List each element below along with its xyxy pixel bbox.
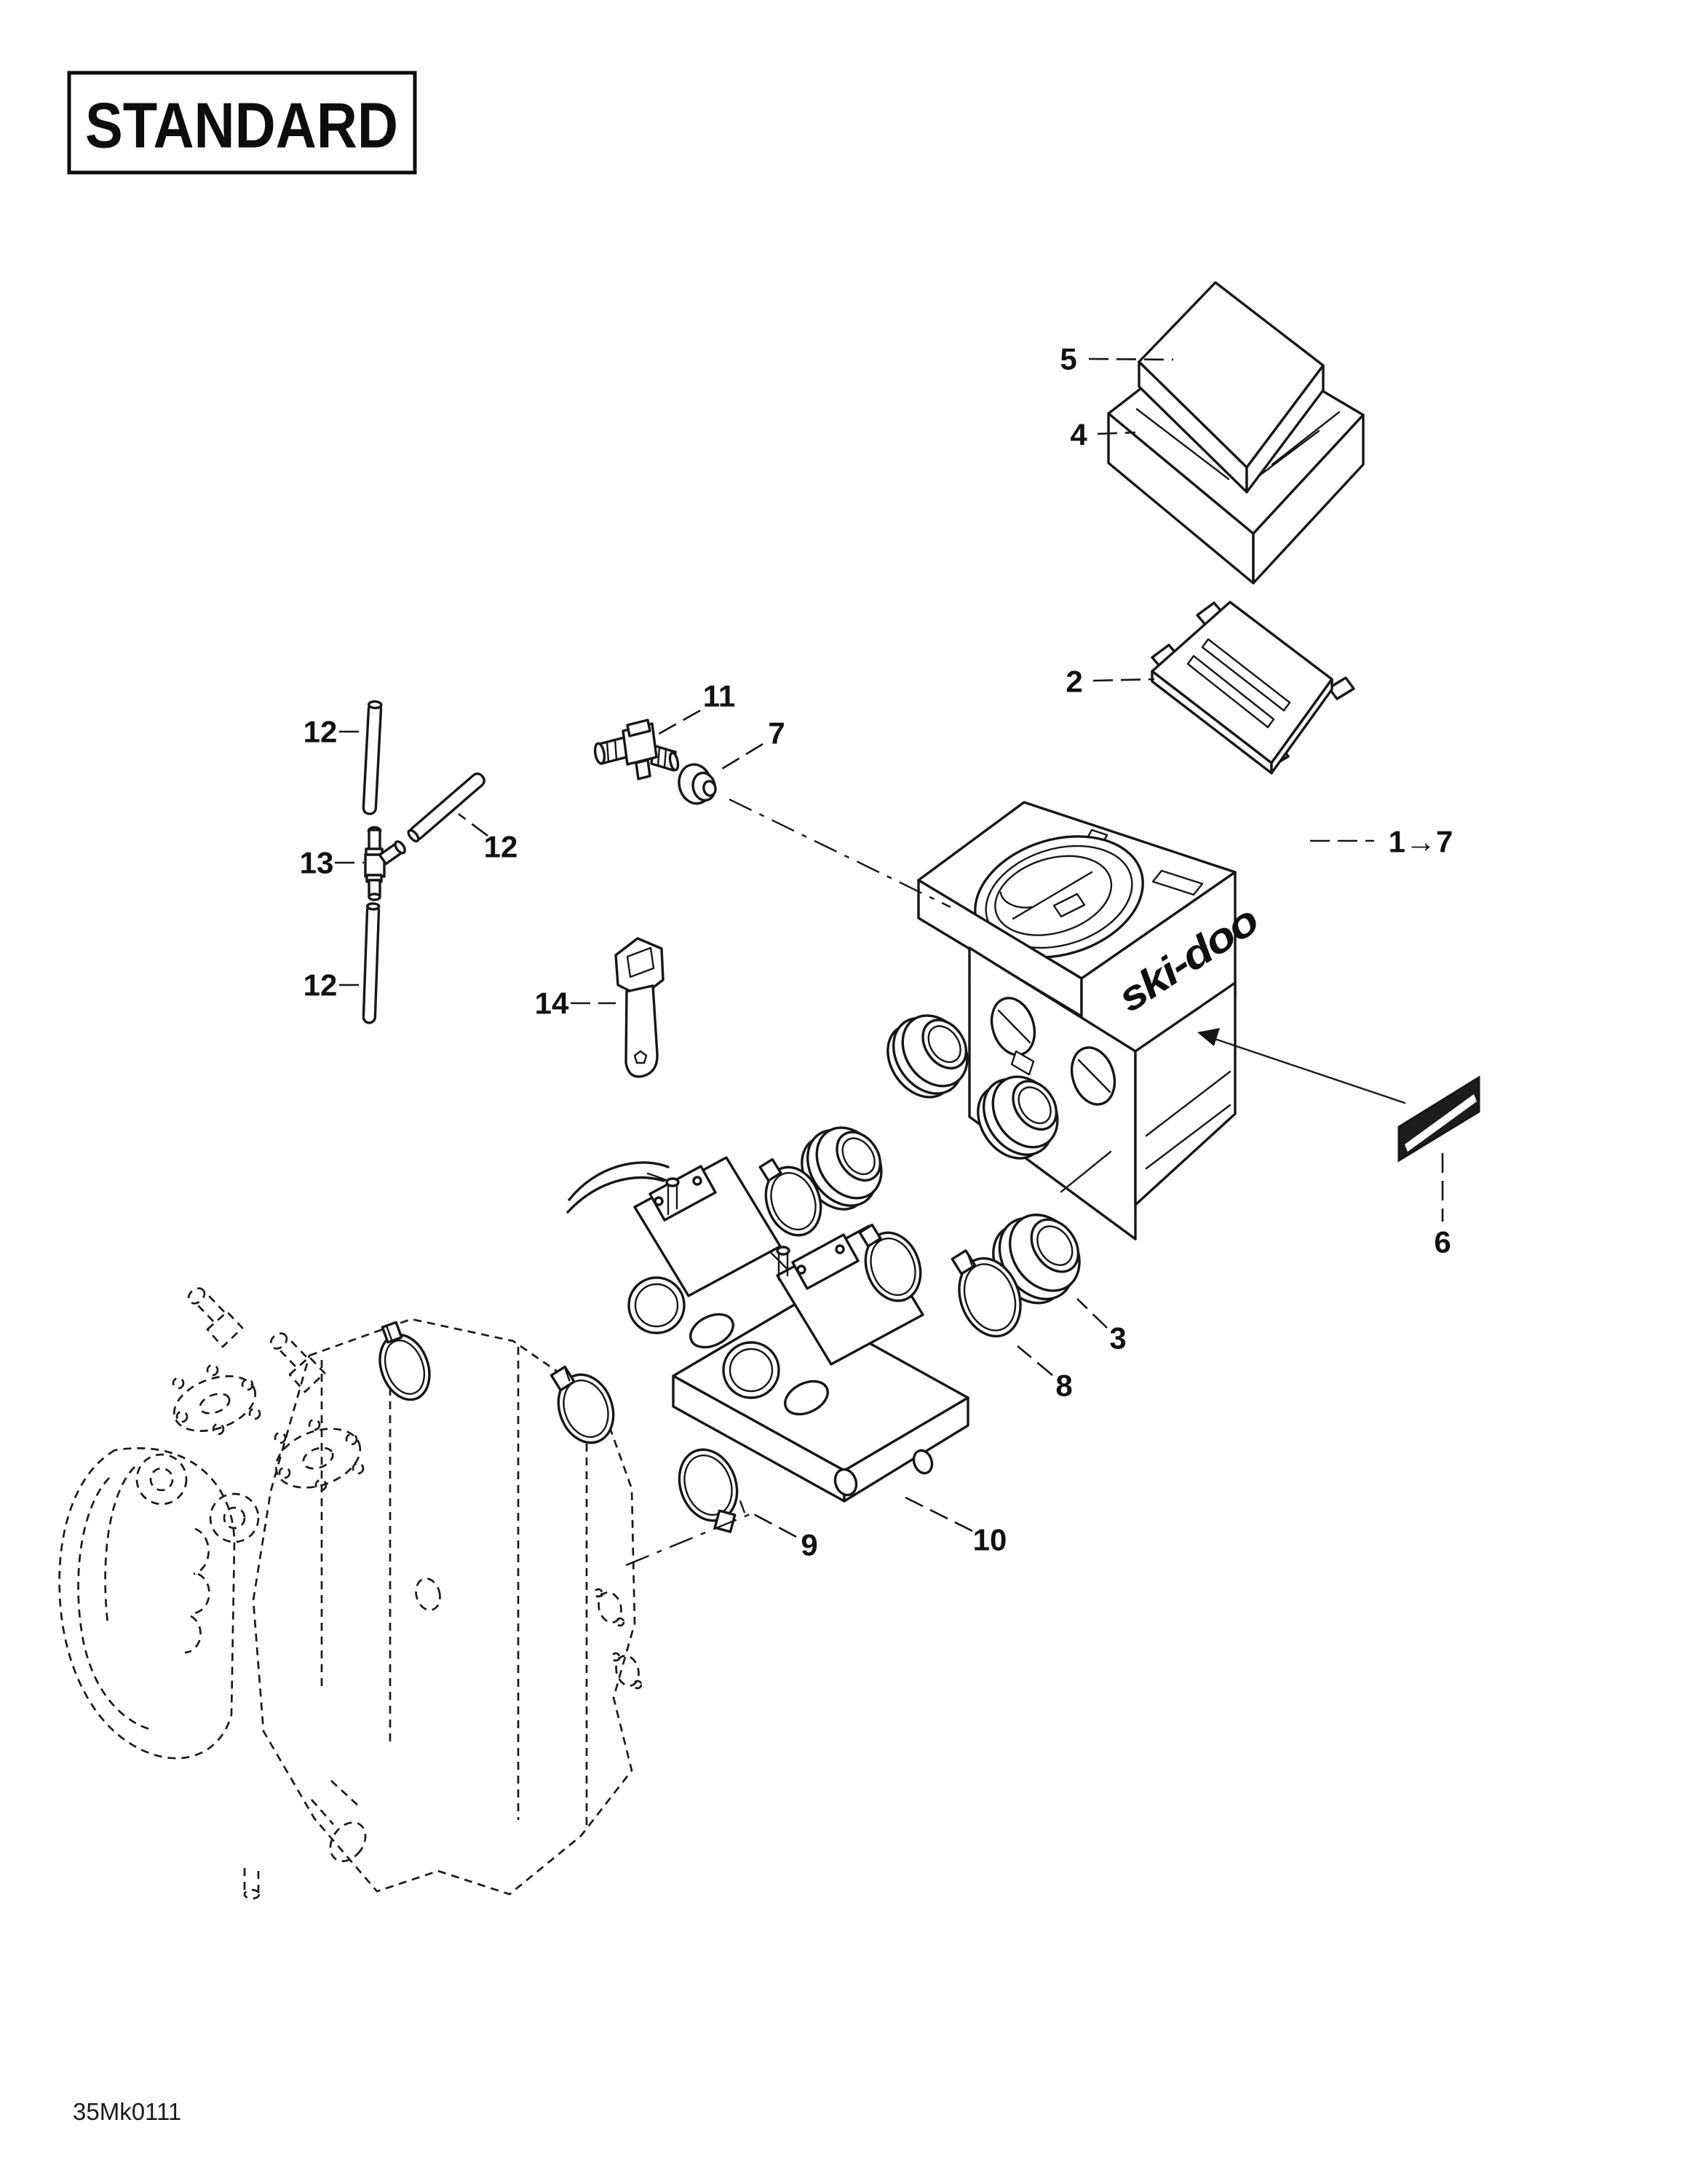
callout-2: 2 (1066, 665, 1082, 699)
vent-tube-upper-part12 (362, 700, 383, 815)
callout-7: 7 (768, 716, 785, 751)
carburetor-assembly-part10 (566, 1156, 969, 1503)
hose-clamp-c (550, 1365, 615, 1444)
callout-12a: 12 (304, 715, 338, 749)
engine-hose-clamp (378, 1321, 431, 1401)
callout-9: 9 (801, 1528, 817, 1562)
hose-clamp-b (858, 1223, 922, 1302)
callout-12c: 12 (304, 968, 338, 1002)
support-plate-part2 (1151, 601, 1355, 775)
callout-10: 10 (973, 1523, 1007, 1557)
title-block: STANDARD (67, 71, 417, 175)
callout-10-leader (905, 1496, 973, 1532)
callout-5-leader (1088, 357, 1174, 361)
hose-clamp-part9 (678, 1448, 745, 1533)
callout-14: 14 (535, 986, 569, 1021)
callout-3: 3 (1109, 1321, 1126, 1356)
callout-12b-leader (458, 812, 488, 837)
callout-12b: 12 (484, 830, 518, 864)
hose-clamp-a (758, 1158, 822, 1237)
tee-connector-part13 (364, 826, 406, 901)
retaining-strap-part14 (614, 937, 665, 1078)
callout-6: 6 (1434, 1225, 1451, 1259)
tee-fitting-part11 (593, 719, 680, 780)
hose-clamp-part8 (951, 1249, 1022, 1338)
vent-tube-middle-part12 (407, 772, 485, 843)
air-filter-lid-part5 (1138, 281, 1325, 494)
callout-5: 5 (1060, 342, 1076, 376)
decal-arrowhead (1197, 1028, 1220, 1046)
grommet-part7 (678, 763, 717, 805)
callout-2-leader (1092, 678, 1155, 682)
callout-11-leader (653, 709, 701, 738)
alignment-axis-grommet (729, 798, 951, 909)
callout-9-leader (750, 1511, 797, 1538)
callout-4-leader (1097, 431, 1136, 435)
callout-labels: 5 4 2 1→7 11 7 12 12 13 12 14 6 3 8 9 10 (300, 342, 1453, 1562)
callout-leaders (335, 357, 1444, 1538)
vent-tube-lower-part12 (362, 902, 381, 1024)
callout-7-leader (721, 743, 763, 770)
callout-3-leader (1076, 1298, 1108, 1329)
callout-11: 11 (703, 679, 735, 713)
drawing-code: 35Mk0111 (73, 2098, 181, 2125)
callout-1-7: 1→7 (1389, 825, 1453, 859)
carb-boot-upper (886, 1014, 969, 1099)
warning-decal-part6 (1197, 1028, 1480, 1163)
engine-assembly (58, 1287, 643, 1900)
callout-8-leader (1017, 1345, 1053, 1376)
callout-13: 13 (300, 846, 334, 880)
callout-8: 8 (1055, 1369, 1072, 1403)
title-box (67, 71, 417, 175)
air-silencer-box: ski-doo (917, 801, 1266, 1241)
variant-title: STANDARD (85, 90, 398, 162)
carb-boot-lower (977, 1075, 1059, 1160)
alignment-axis-clamp9 (625, 1510, 758, 1567)
callout-4: 4 (1070, 418, 1087, 452)
